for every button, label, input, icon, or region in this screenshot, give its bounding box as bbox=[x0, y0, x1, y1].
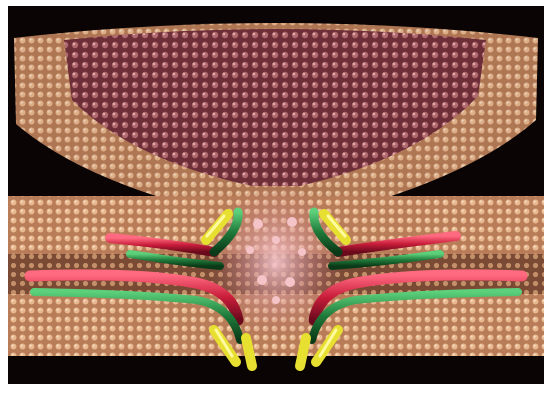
fusion-illustration bbox=[0, 0, 552, 405]
